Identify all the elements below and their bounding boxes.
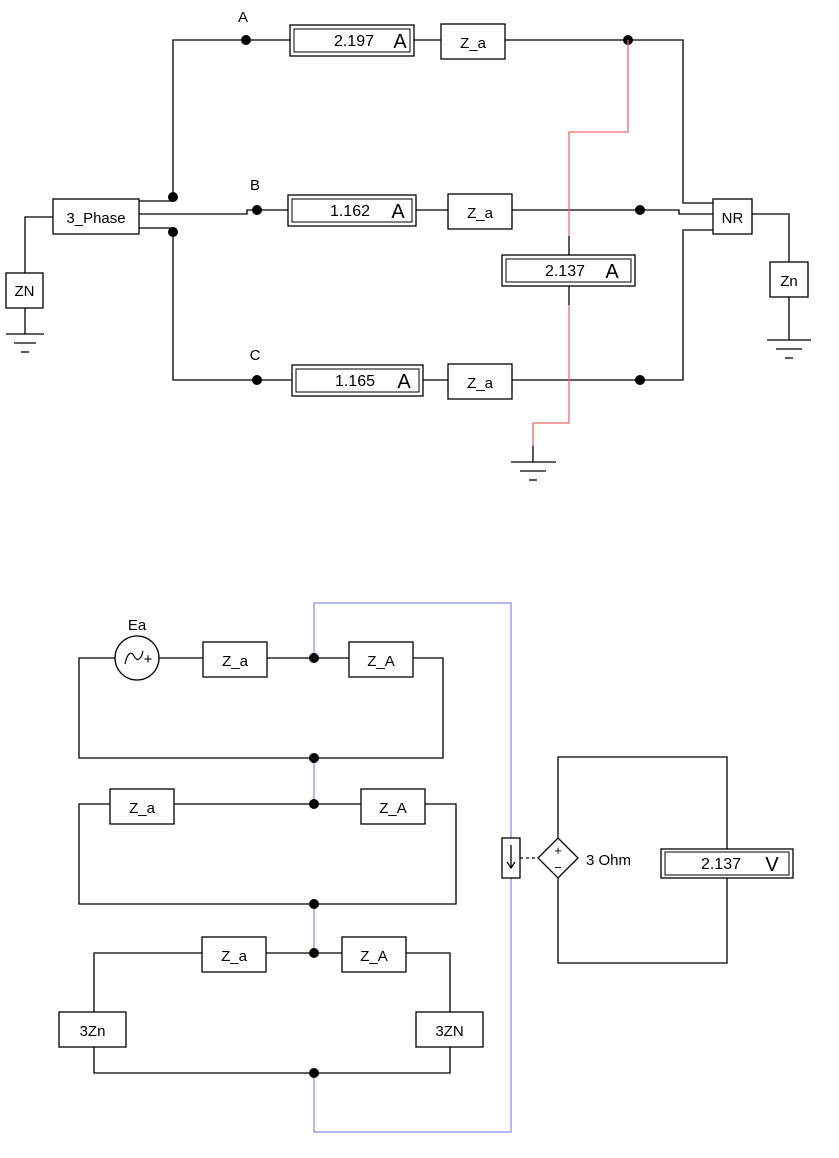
- controlled-voltage-source-icon: + −: [538, 838, 578, 878]
- positive-seq-line-label: Z_a: [222, 653, 249, 670]
- voltmeter-value: 2.137: [701, 856, 741, 873]
- phase-c-wire: [139, 228, 292, 380]
- line-impedance-c-label: Z_a: [467, 375, 494, 392]
- negative-seq-line-label: Z_a: [129, 800, 156, 817]
- voltmeter-unit: V: [765, 854, 779, 876]
- phase-b-load-node: [635, 205, 645, 215]
- receiver-label: NR: [722, 210, 744, 227]
- zero-seq-wire-bottom: [94, 1047, 450, 1073]
- voltmeter: 2.137 V: [661, 849, 793, 878]
- source-neutral-wire: [25, 217, 53, 273]
- ammeter-a-value: 2.197: [334, 33, 374, 50]
- controlled-source-loop-top: [558, 757, 727, 849]
- phase-a-label: A: [238, 9, 248, 26]
- three-phase-source-label: 3_Phase: [66, 210, 125, 227]
- fault-ammeter-unit: A: [605, 261, 619, 283]
- controlled-source-gain: 3 Ohm: [586, 852, 631, 869]
- phase-a-wire-3: [505, 40, 713, 203]
- junction-dot: [309, 899, 319, 909]
- phase-b-label: B: [250, 177, 260, 194]
- junction-dot: [309, 1068, 319, 1078]
- phase-c-node: [252, 375, 262, 385]
- sequence-link-bottom: [314, 878, 511, 1132]
- phase-a-node: [241, 35, 251, 45]
- junction-dot: [309, 799, 319, 809]
- ea-source-label: Ea: [128, 617, 147, 634]
- phase-c-load-node: [635, 375, 645, 385]
- top-circuit: ZN 3_Phase A 2.197 A Z_a B: [6, 9, 811, 480]
- negative-seq-load-label: Z_A: [379, 800, 407, 817]
- ea-polarity: +: [144, 651, 153, 668]
- junction-dot: [309, 653, 319, 663]
- receiver-neutral-wire: [752, 214, 789, 262]
- junction-dot: [309, 753, 319, 763]
- ground-icon: [6, 334, 44, 352]
- phase-b-wire: [139, 210, 288, 214]
- positive-seq-load-label: Z_A: [367, 653, 395, 670]
- controlled-source-minus: −: [554, 860, 562, 875]
- junction-dot: [168, 192, 178, 202]
- controlled-source-loop-bottom: [558, 878, 727, 963]
- ammeter-b-unit: A: [391, 201, 405, 223]
- zero-seq-line-label: Z_a: [221, 948, 248, 965]
- ammeter-fault: 2.137 A: [502, 255, 635, 286]
- fault-ammeter-value: 2.137: [545, 263, 585, 280]
- ammeter-c-value: 1.165: [335, 373, 375, 390]
- controlled-source-plus: +: [554, 843, 562, 858]
- phase-b-wire-3: [512, 210, 713, 214]
- receiver-neutral-label: Zn: [780, 273, 798, 290]
- junction-dot: [168, 227, 178, 237]
- phase-b-node: [252, 205, 262, 215]
- ground-icon: [511, 462, 556, 480]
- zero-seq-wire-left: [94, 953, 202, 1012]
- ammeter-c-unit: A: [397, 371, 411, 393]
- zero-seq-wire-right: [406, 953, 450, 1012]
- ground-icon: [767, 340, 811, 358]
- fault-wire-upper: [569, 40, 628, 236]
- ammeter-phase-b: 1.162 A: [288, 195, 416, 226]
- line-impedance-a-label: Z_a: [460, 35, 487, 52]
- phase-c-label: C: [250, 347, 261, 364]
- fault-wire-lower: [533, 305, 569, 446]
- ammeter-phase-a: 2.197 A: [290, 25, 414, 56]
- source-neutral-label: ZN: [15, 283, 35, 300]
- ammeter-phase-c: 1.165 A: [292, 365, 423, 396]
- zero-seq-load-neutral-label: 3ZN: [435, 1023, 463, 1040]
- phase-a-wire: [139, 40, 290, 201]
- ammeter-b-value: 1.162: [330, 203, 370, 220]
- ammeter-a-unit: A: [393, 31, 407, 53]
- junction-dot: [309, 948, 319, 958]
- zero-seq-load-label: Z_A: [360, 948, 388, 965]
- current-sensor-icon: [502, 838, 520, 878]
- sequence-network: Ea + Z_a Z_A Z_a Z_A 3Zn Z_a Z_A: [59, 603, 793, 1132]
- phase-c-wire-3: [512, 230, 713, 380]
- zero-seq-source-neutral-label: 3Zn: [80, 1023, 106, 1040]
- ac-source-icon: +: [115, 636, 159, 680]
- line-impedance-b-label: Z_a: [467, 205, 494, 222]
